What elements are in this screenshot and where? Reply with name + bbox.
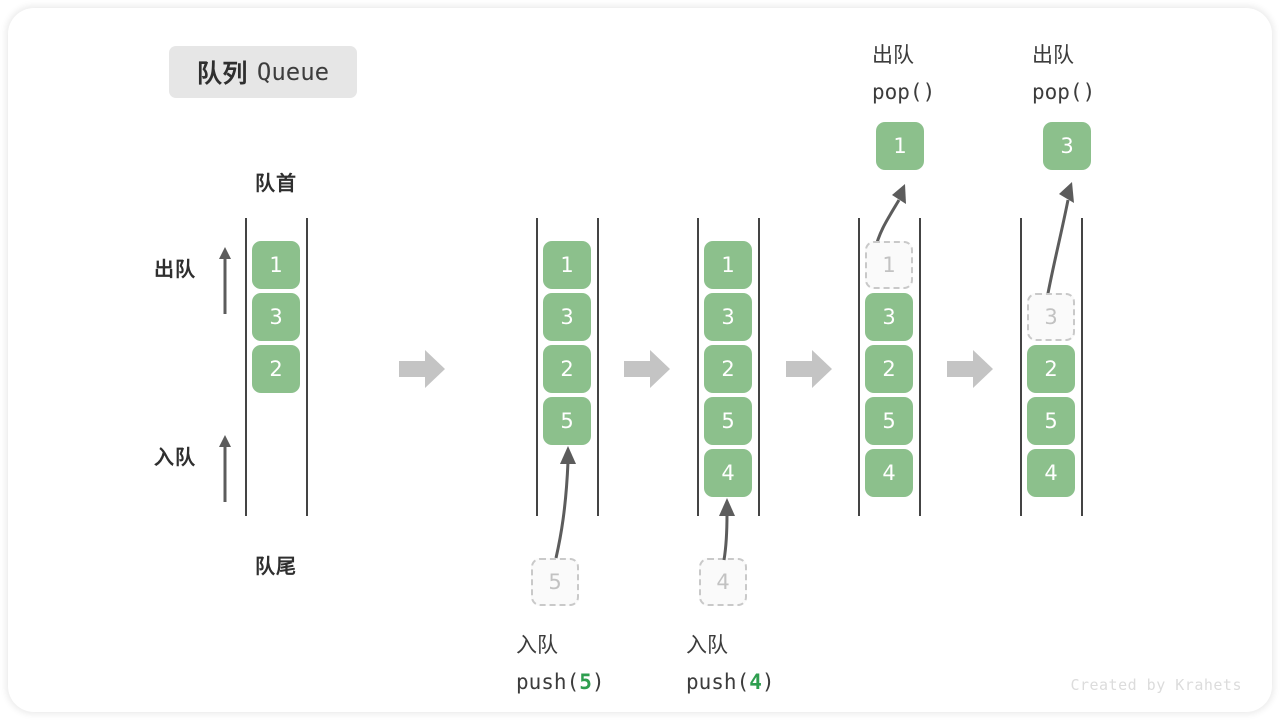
queue-cell: 1 <box>252 241 300 289</box>
rear-label: 队尾 <box>255 556 297 578</box>
queue-cell-new: 5 <box>543 397 591 445</box>
queue-cell: 5 <box>704 397 752 445</box>
queue-rail-right-1 <box>306 218 308 516</box>
queue-cell: 3 <box>865 293 913 341</box>
queue-rail-left-4 <box>858 218 860 516</box>
enqueue-curved-arrow <box>719 498 735 561</box>
caption-code-number: 5 <box>579 670 592 694</box>
step-separator-arrow <box>947 350 993 388</box>
panel-4-caption: 出队 pop() <box>872 38 935 110</box>
queue-cell: 2 <box>1027 345 1075 393</box>
dequeue-label: 出队 <box>154 259 196 281</box>
enqueue-curved-arrow <box>554 446 576 559</box>
queue-rail-left-3 <box>697 218 699 516</box>
queue-cell: 1 <box>543 241 591 289</box>
queue-cell-removed: 3 <box>1027 293 1075 341</box>
enqueue-label: 入队 <box>154 447 196 469</box>
diagram-title-chip: 队列 Queue <box>169 46 357 98</box>
dequeue-curved-arrow <box>1044 182 1074 305</box>
panel-5-caption: 出队 pop() <box>1032 38 1095 110</box>
dequeue-direction-arrow <box>219 247 231 314</box>
caption-code: pop() <box>872 80 936 104</box>
diagram-card: 队列 Queue 队首 队尾 出队 入队 1 3 2 1 3 2 5 5 入队 … <box>8 8 1272 712</box>
title-en: Queue <box>256 58 330 86</box>
caption-cn: 入队 <box>686 634 728 657</box>
caption-code: push(4) <box>686 670 775 694</box>
step-separator-arrow <box>624 350 670 388</box>
queue-cell: 4 <box>1027 449 1075 497</box>
credit-text: Created by Krahets <box>1070 676 1242 694</box>
queue-cell: 5 <box>865 397 913 445</box>
panel-2-caption: 入队 push(5) <box>516 628 605 700</box>
caption-code: push(5) <box>516 670 605 694</box>
queue-cell: 2 <box>704 345 752 393</box>
caption-cn: 入队 <box>516 634 558 657</box>
queue-cell: 3 <box>252 293 300 341</box>
queue-cell: 2 <box>865 345 913 393</box>
queue-cell: 2 <box>543 345 591 393</box>
enqueue-direction-arrow <box>219 435 231 502</box>
title-cn: 队列 <box>196 60 248 88</box>
popped-cell: 3 <box>1043 122 1091 170</box>
queue-rail-right-5 <box>1081 218 1083 516</box>
step-separator-arrow <box>399 350 445 388</box>
queue-cell: 1 <box>704 241 752 289</box>
queue-cell: 4 <box>865 449 913 497</box>
queue-cell: 5 <box>1027 397 1075 445</box>
popped-cell: 1 <box>876 122 924 170</box>
queue-rail-right-4 <box>919 218 921 516</box>
panel-3-caption: 入队 push(4) <box>686 628 775 700</box>
incoming-ghost-cell: 4 <box>699 558 747 606</box>
caption-cn: 出队 <box>872 44 914 67</box>
incoming-ghost-cell: 5 <box>531 558 579 606</box>
step-separator-arrow <box>786 350 832 388</box>
queue-rail-left-5 <box>1020 218 1022 516</box>
caption-cn: 出队 <box>1032 44 1074 67</box>
queue-rail-left-1 <box>245 218 247 516</box>
queue-cell: 2 <box>252 345 300 393</box>
queue-rail-right-3 <box>758 218 760 516</box>
caption-code-number: 4 <box>749 670 762 694</box>
queue-rail-left-2 <box>536 218 538 516</box>
front-label: 队首 <box>255 173 297 195</box>
queue-cell: 3 <box>543 293 591 341</box>
queue-cell-new: 4 <box>704 449 752 497</box>
caption-code: pop() <box>1032 80 1096 104</box>
queue-rail-right-2 <box>597 218 599 516</box>
queue-cell-removed: 1 <box>865 241 913 289</box>
queue-cell: 3 <box>704 293 752 341</box>
